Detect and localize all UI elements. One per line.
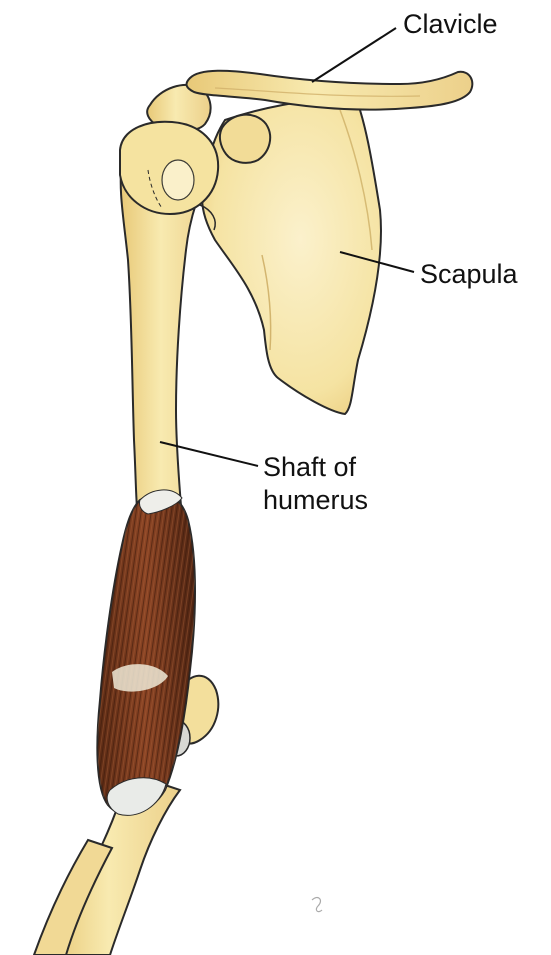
coracoid-process: [220, 115, 270, 163]
shaft-label-line2: humerus: [263, 484, 368, 517]
clavicle-bone: [187, 71, 473, 110]
clavicle-leader-line: [312, 28, 396, 82]
clavicle-label: Clavicle: [403, 8, 498, 41]
shaft-label-line1: Shaft of: [263, 451, 368, 484]
shaft-of-humerus-label: Shaft of humerus: [263, 451, 368, 517]
scapula-label: Scapula: [420, 258, 518, 291]
